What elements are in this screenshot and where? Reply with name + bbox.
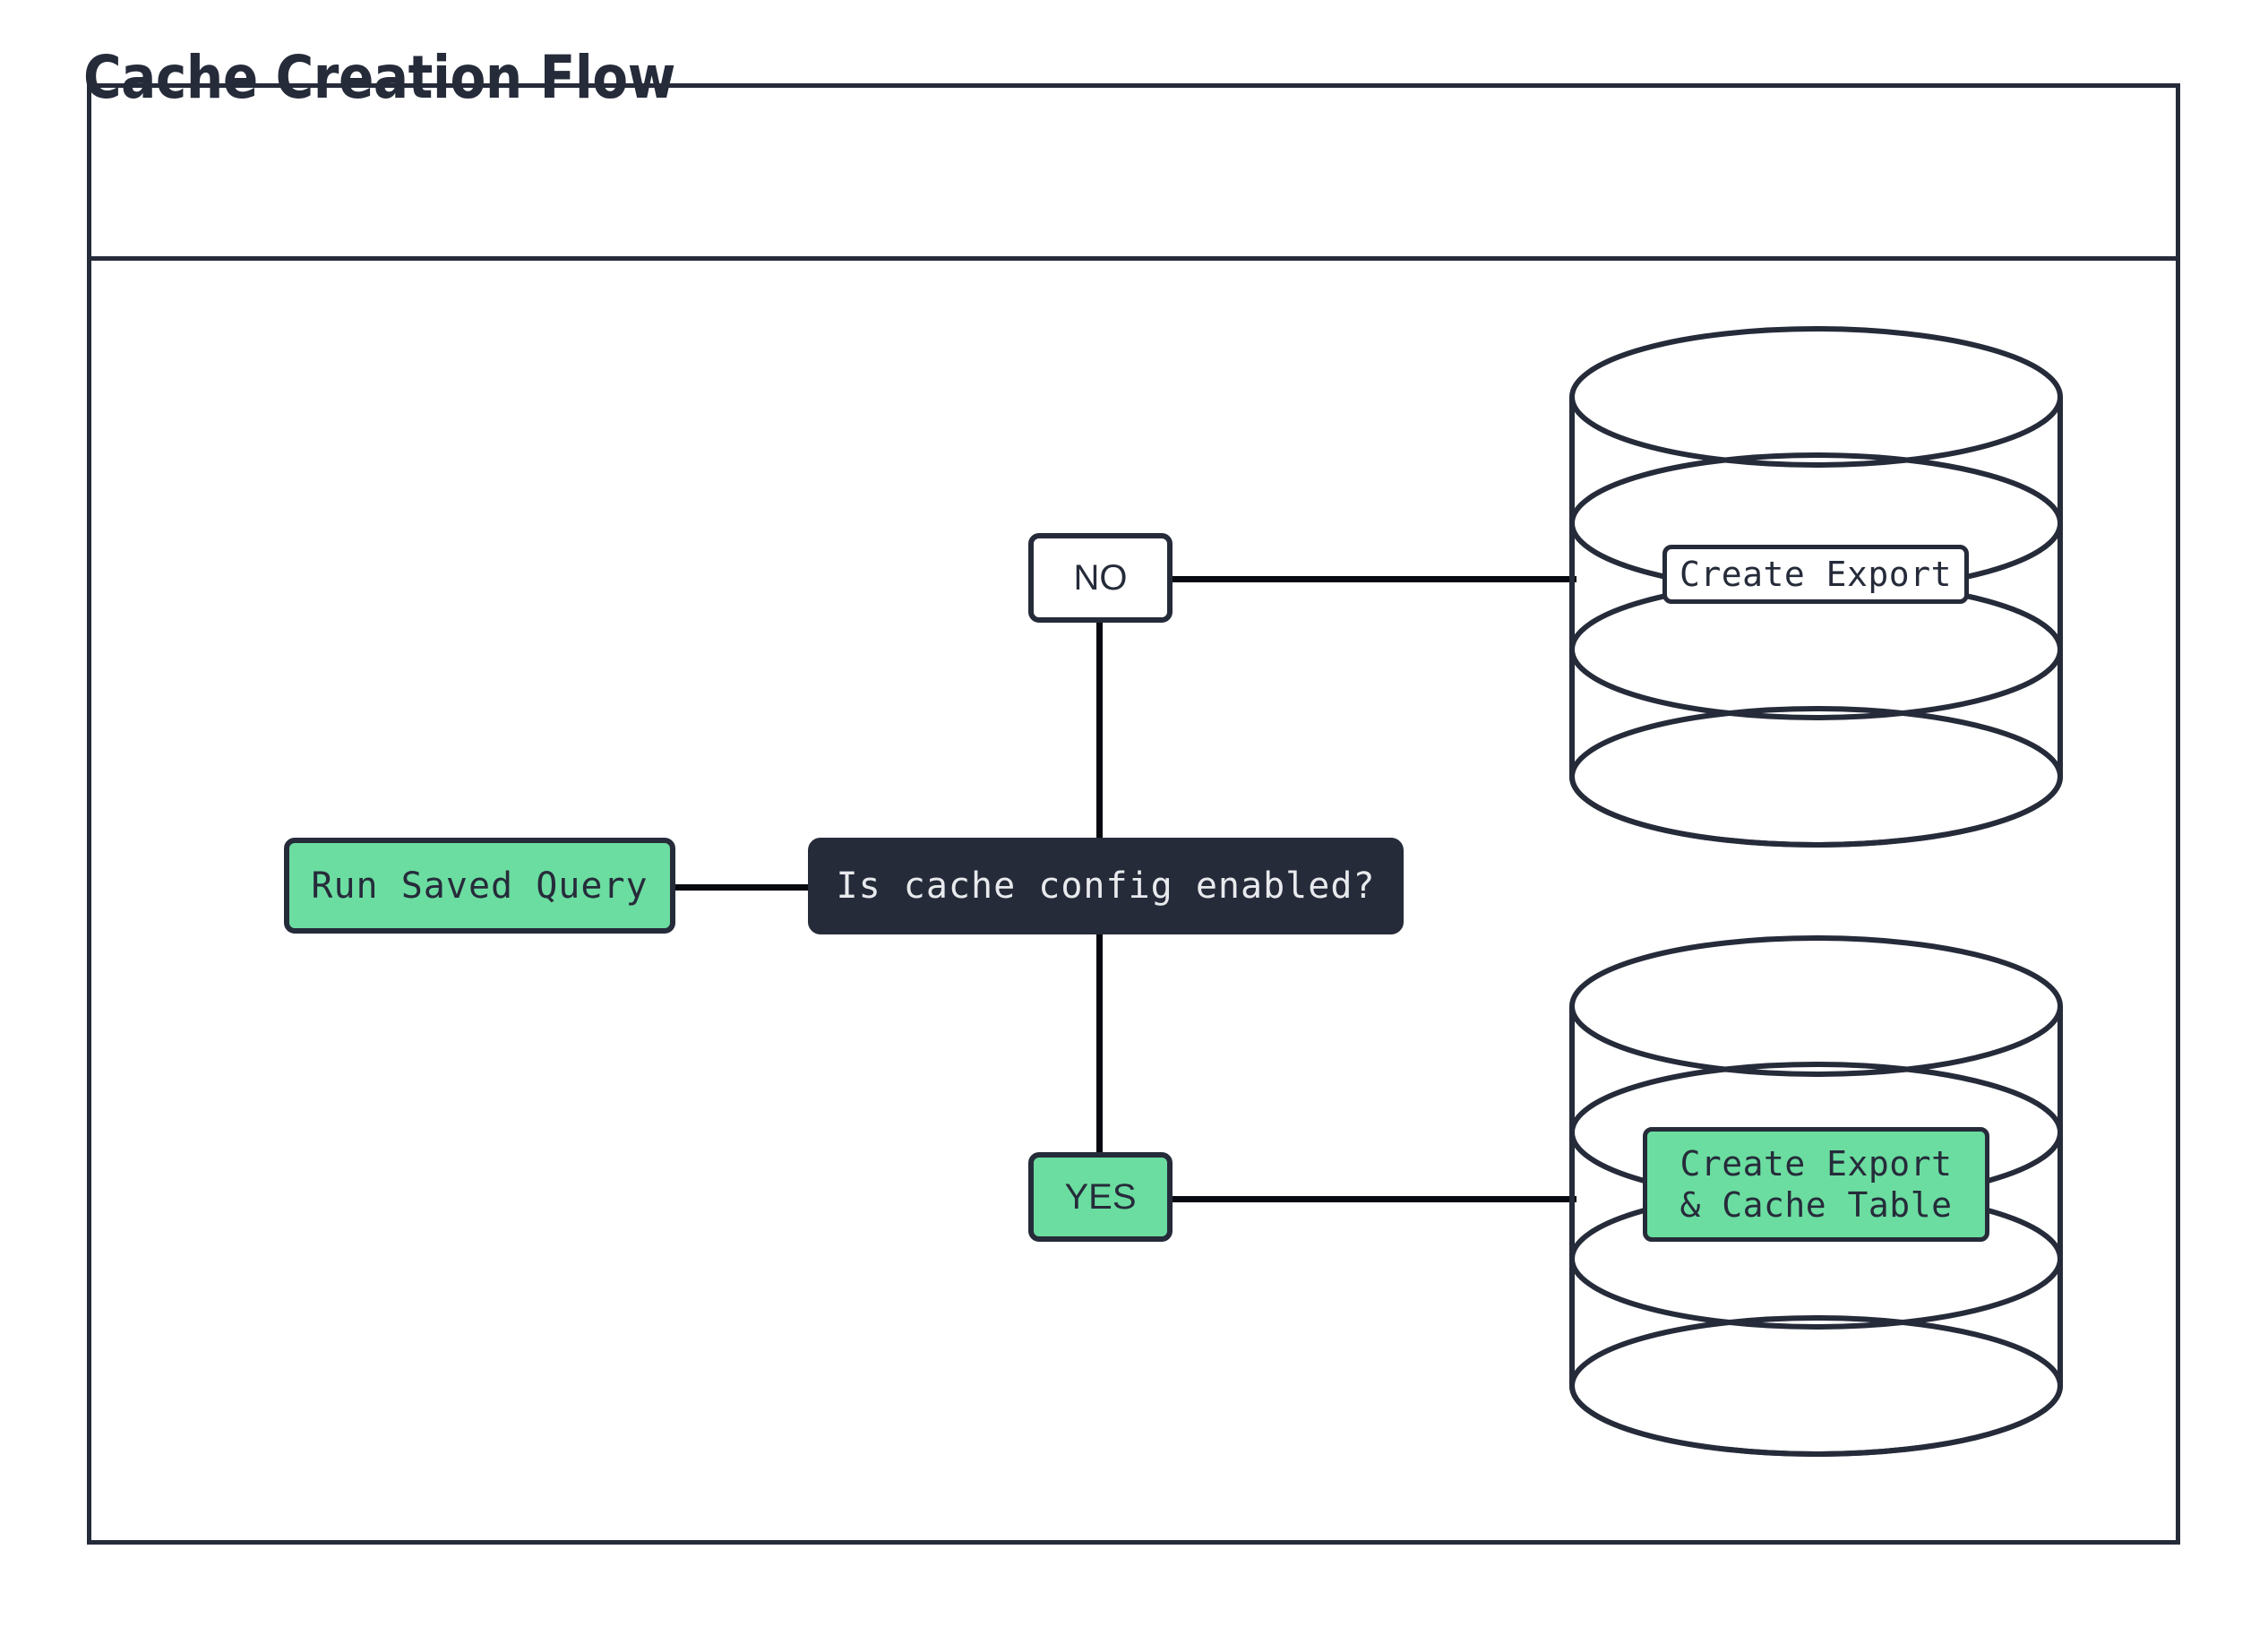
node-run-saved-query-label: Run Saved Query bbox=[311, 865, 649, 907]
edge-yes-to-database-bottom bbox=[1172, 1196, 1576, 1202]
database-icon-create-export-cache-table[interactable]: Create Export & Cache Table bbox=[1569, 935, 2063, 1457]
edge-decision-to-yes bbox=[1096, 934, 1103, 1194]
database-bottom-label: Create Export & Cache Table bbox=[1643, 1127, 1989, 1242]
node-branch-no-label: NO bbox=[1073, 557, 1128, 598]
node-branch-yes[interactable]: YES bbox=[1028, 1152, 1173, 1242]
node-is-cache-config-enabled[interactable]: Is cache config enabled? bbox=[808, 838, 1404, 934]
database-top-label-text: Create Export bbox=[1680, 554, 1952, 594]
database-bottom-label-text: Create Export & Cache Table bbox=[1680, 1143, 1953, 1225]
diagram-title-bar bbox=[91, 88, 2176, 261]
edge-decision-to-no bbox=[1096, 578, 1103, 839]
edge-no-to-database-top bbox=[1172, 576, 1576, 582]
edge-start-to-decision bbox=[674, 884, 810, 891]
database-top-label: Create Export bbox=[1662, 545, 1969, 604]
node-decision-label: Is cache config enabled? bbox=[836, 865, 1376, 907]
node-branch-no[interactable]: NO bbox=[1028, 533, 1173, 623]
node-branch-yes-label: YES bbox=[1064, 1176, 1137, 1217]
node-run-saved-query[interactable]: Run Saved Query bbox=[284, 838, 675, 934]
database-icon-create-export[interactable]: Create Export bbox=[1569, 326, 2063, 848]
page-title: Cache Creation Flow bbox=[83, 43, 675, 112]
